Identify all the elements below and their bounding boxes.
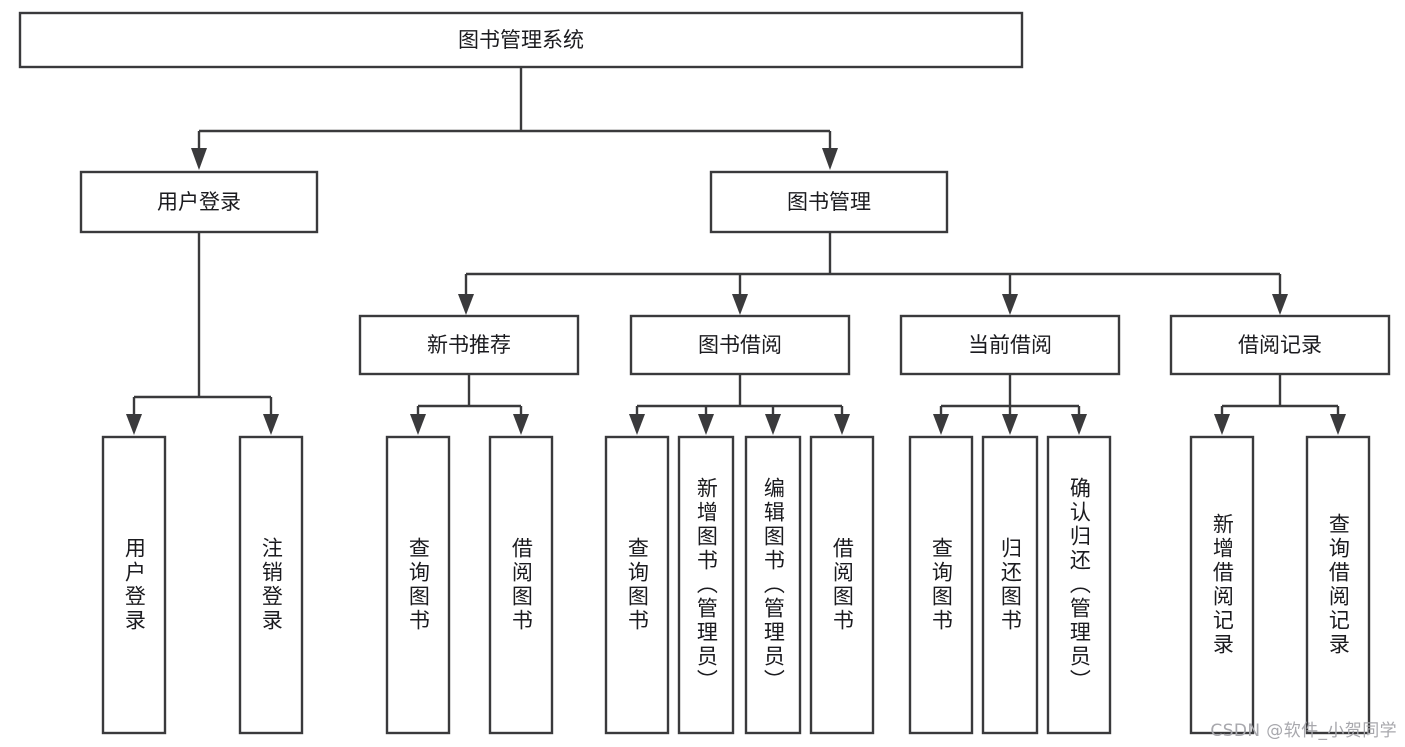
leaf-boxes-borrow-record bbox=[1189, 435, 1371, 735]
arrow-leaf-user-login-1 bbox=[126, 414, 142, 435]
node-borrow-record-label: 借阅记录 bbox=[1238, 333, 1322, 357]
node-current-borrow-label: 当前借阅 bbox=[968, 333, 1052, 357]
node-book-manage-box bbox=[709, 170, 949, 234]
node-current-borrow[interactable]: 当前借阅 bbox=[899, 314, 1121, 376]
csdn-watermark: CSDN @软件_小贺同学 bbox=[1210, 721, 1397, 741]
node-book-manage-label: 图书管理 bbox=[787, 190, 871, 214]
arrow-leaf-borrow-record-2 bbox=[1330, 414, 1346, 435]
node-book-manage[interactable]: 图书管理 bbox=[709, 170, 949, 234]
arrow-leaf-book-borrow-4 bbox=[834, 414, 850, 435]
leaf-box-book-borrow-1[interactable] bbox=[604, 435, 670, 735]
leaf-boxes-new-book-recommend bbox=[385, 435, 554, 735]
arrow-book-manage bbox=[822, 148, 838, 170]
node-book-borrow-box bbox=[629, 314, 851, 376]
node-new-book-recommend[interactable]: 新书推荐 bbox=[358, 314, 580, 376]
leaf-boxes-user-login bbox=[101, 435, 304, 735]
connector-group-user-login-children bbox=[126, 232, 279, 435]
node-new-book-recommend-label: 新书推荐 bbox=[427, 333, 511, 357]
arrow-leaf-current-borrow-2 bbox=[1002, 414, 1018, 435]
arrow-leaf-user-login-2 bbox=[263, 414, 279, 435]
leaf-box-new-book-2[interactable] bbox=[488, 435, 554, 735]
connector-group-current-borrow-children bbox=[933, 374, 1087, 435]
leaf-box-current-borrow-3[interactable] bbox=[1046, 435, 1112, 735]
leaf-box-user-login-2[interactable] bbox=[238, 435, 304, 735]
arrow-leaf-new-book-1 bbox=[410, 414, 426, 435]
node-current-borrow-box bbox=[899, 314, 1121, 376]
leaf-box-current-borrow-1[interactable] bbox=[908, 435, 974, 735]
arrow-leaf-book-borrow-3 bbox=[765, 414, 781, 435]
leaf-boxes-book-borrow bbox=[604, 435, 875, 735]
node-borrow-record[interactable]: 借阅记录 bbox=[1169, 314, 1391, 376]
node-user-login-box bbox=[79, 170, 319, 234]
leaf-boxes-current-borrow bbox=[908, 435, 1112, 735]
leaf-box-book-borrow-3[interactable] bbox=[744, 435, 802, 735]
arrow-leaf-current-borrow-3 bbox=[1071, 414, 1087, 435]
arrow-leaf-book-borrow-1 bbox=[629, 414, 645, 435]
arrow-current-borrow bbox=[1002, 294, 1018, 315]
leaf-box-current-borrow-2[interactable] bbox=[981, 435, 1039, 735]
node-book-borrow[interactable]: 图书借阅 bbox=[629, 314, 851, 376]
leaf-box-book-borrow-4[interactable] bbox=[809, 435, 875, 735]
arrow-leaf-borrow-record-1 bbox=[1214, 414, 1230, 435]
node-new-book-recommend-box bbox=[358, 314, 580, 376]
leaf-box-new-book-1[interactable] bbox=[385, 435, 451, 735]
node-root-label: 图书管理系统 bbox=[458, 28, 584, 52]
arrow-new-book-recommend bbox=[458, 294, 474, 315]
node-root-book-management-system[interactable]: 图书管理系统 bbox=[18, 11, 1024, 69]
connector-group-borrow-record-children bbox=[1214, 374, 1346, 435]
node-root-box bbox=[18, 11, 1024, 69]
arrow-book-borrow bbox=[732, 294, 748, 315]
connector-group-book-manage-children bbox=[458, 232, 1288, 315]
arrow-user-login bbox=[191, 148, 207, 170]
node-user-login-label: 用户登录 bbox=[157, 190, 241, 214]
arrow-leaf-new-book-2 bbox=[513, 414, 529, 435]
leaf-box-user-login-1[interactable] bbox=[101, 435, 167, 735]
leaf-box-borrow-record-1[interactable] bbox=[1189, 435, 1255, 735]
node-user-login[interactable]: 用户登录 bbox=[79, 170, 319, 234]
node-borrow-record-box bbox=[1169, 314, 1391, 376]
node-book-borrow-label: 图书借阅 bbox=[698, 333, 782, 357]
connector-group-root-to-level1 bbox=[191, 67, 838, 170]
leaf-box-borrow-record-2[interactable] bbox=[1305, 435, 1371, 735]
arrow-leaf-book-borrow-2 bbox=[698, 414, 714, 435]
connector-group-book-borrow-children bbox=[629, 374, 850, 435]
arrow-leaf-current-borrow-1 bbox=[933, 414, 949, 435]
leaf-box-book-borrow-2[interactable] bbox=[677, 435, 735, 735]
connector-group-new-book-children bbox=[410, 374, 529, 435]
arrow-borrow-record bbox=[1272, 294, 1288, 315]
